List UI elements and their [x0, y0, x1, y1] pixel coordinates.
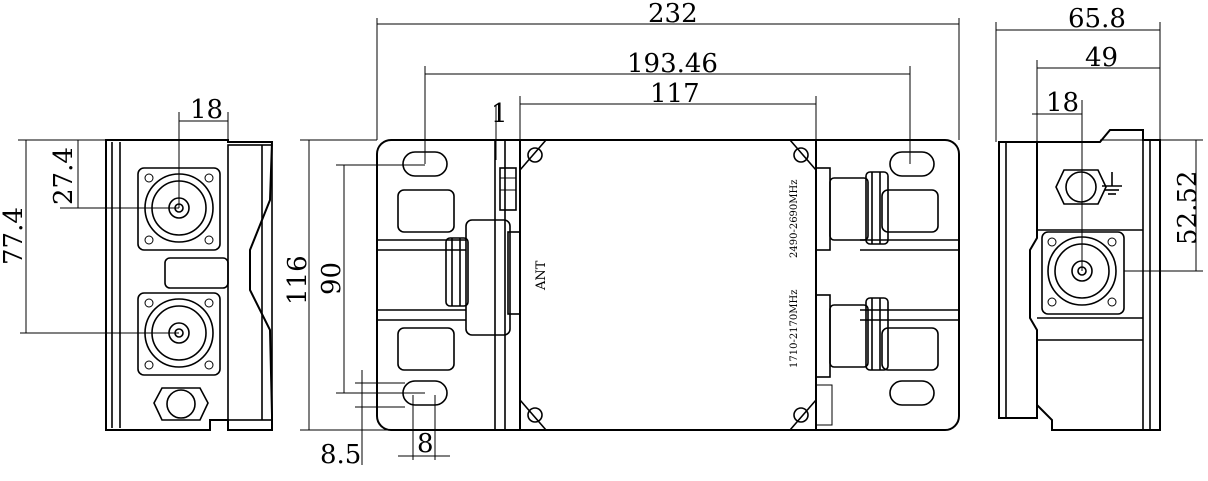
main-top-view: ANT 2490-2690MHz 1710-2170MHz	[283, 0, 960, 470]
dim-left-18: 18	[190, 95, 223, 125]
dim-right-52-52: 52.52	[1173, 171, 1203, 245]
ground-screw-left	[153, 387, 209, 421]
right-connector-upper	[815, 167, 889, 251]
left-dimensions: 18 27.4 77.4	[0, 95, 229, 334]
dim-slot-8: 8	[417, 429, 434, 459]
right-dimensions: 65.8 49 18 52.52	[995, 4, 1203, 272]
left-side-view: 18 27.4 77.4	[0, 95, 274, 431]
dim-right-18: 18	[1046, 88, 1079, 118]
dim-height-90: 90	[317, 262, 347, 295]
dim-offset-1: 1	[491, 99, 508, 129]
port-high-label: 2490-2690MHz	[789, 179, 800, 258]
right-connector-lower	[815, 294, 889, 426]
ant-label: ANT	[534, 260, 549, 291]
dim-left-77-4: 77.4	[0, 207, 29, 265]
right-side-view: 65.8 49 18 52.52	[995, 4, 1203, 431]
connector-lower	[137, 292, 221, 376]
dim-edge-8-5: 8.5	[320, 440, 361, 470]
main-dimensions: 232 193.46 117 1 116 90 8.5	[283, 0, 960, 470]
dim-height-116: 116	[283, 255, 313, 305]
dim-right-49: 49	[1085, 43, 1118, 73]
dim-hole-spacing-length: 193.46	[627, 49, 718, 79]
dim-overall-length: 232	[648, 0, 698, 29]
ground-symbol-icon	[1102, 172, 1122, 195]
dim-body-length: 117	[650, 79, 700, 109]
dim-left-27-4: 27.4	[49, 147, 79, 205]
port-low-label: 1710-2170MHz	[789, 289, 800, 368]
connector-right	[1041, 231, 1125, 315]
ground-screw-right	[1055, 169, 1107, 205]
filter-body: ANT 2490-2690MHz 1710-2170MHz	[519, 139, 817, 431]
ant-connector	[445, 167, 521, 336]
dim-right-65-8: 65.8	[1068, 4, 1126, 34]
